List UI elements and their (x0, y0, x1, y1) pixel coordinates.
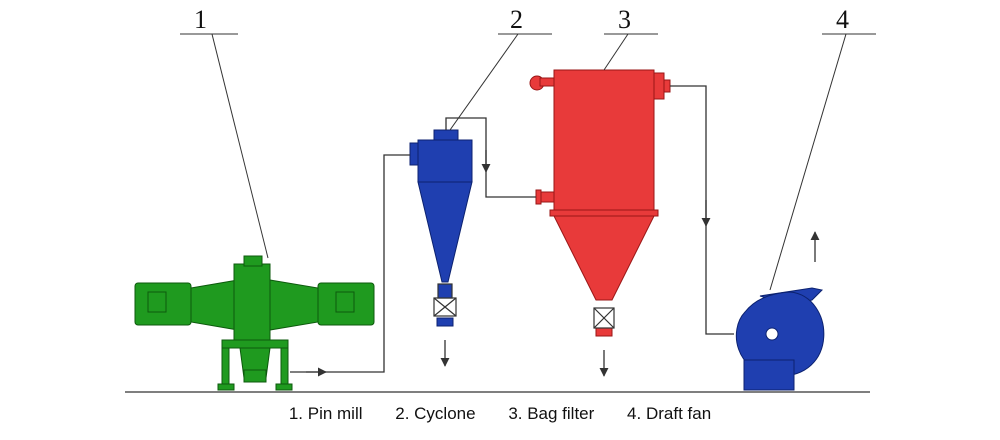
legend-item-bag-filter: 3. Bag filter (508, 404, 595, 423)
cyclone (409, 129, 473, 327)
bag-filter (529, 69, 671, 337)
cyclone-rotary-valve (433, 283, 457, 317)
legend: 1. Pin mill 2. Cyclone 3. Bag filter 4. … (0, 404, 1000, 424)
legend-item-pin-mill: 1. Pin mill (288, 404, 363, 423)
legend-item-cyclone: 2. Cyclone (395, 404, 476, 423)
callout-number-4: 4 (836, 5, 849, 34)
flow-lines (290, 85, 734, 373)
pin-mill (134, 255, 375, 391)
callout-number-3: 3 (618, 5, 631, 34)
callout-leaders (180, 33, 876, 291)
callout-number-2: 2 (510, 5, 523, 34)
draft-fan (735, 287, 825, 391)
bag-filter-rotary-valve (593, 307, 615, 329)
callout-number-1: 1 (194, 5, 207, 34)
flow-arrows (306, 150, 820, 377)
legend-item-draft-fan: 4. Draft fan (627, 404, 712, 423)
